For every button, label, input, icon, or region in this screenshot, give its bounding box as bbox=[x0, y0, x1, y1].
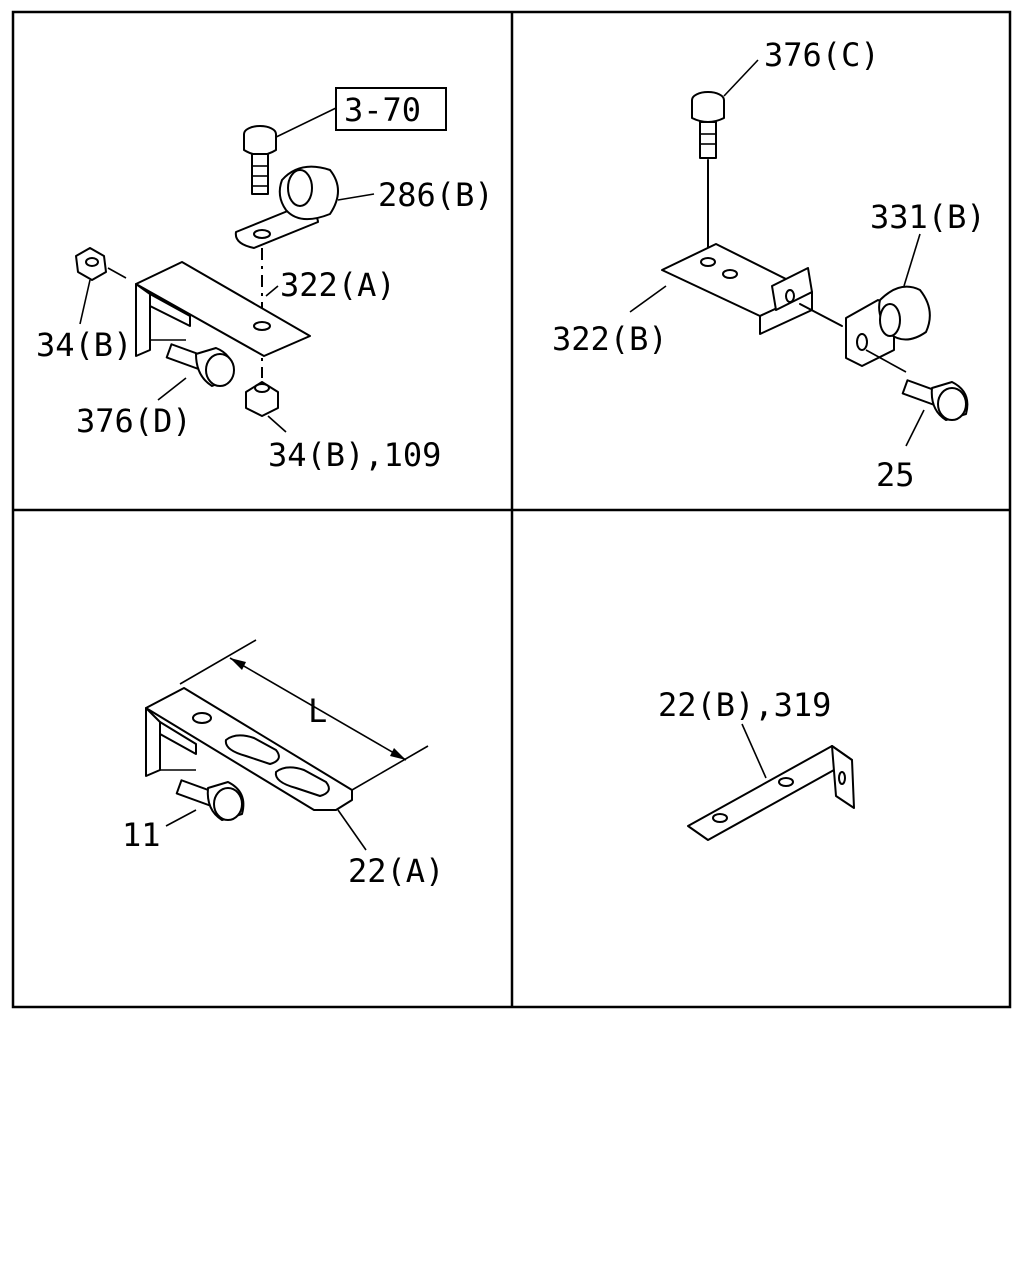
label-dim-l: L bbox=[308, 692, 327, 730]
label-34b: 34(B) bbox=[36, 326, 132, 364]
label-331b: 331(B) bbox=[870, 198, 986, 236]
label-11: 11 bbox=[122, 816, 161, 854]
clip-331b-icon bbox=[845, 285, 931, 367]
bolt-376c-icon bbox=[691, 91, 725, 159]
bolt-11-icon bbox=[175, 779, 245, 821]
panel-top-left: 3-70 286(B) bbox=[36, 87, 494, 474]
bolt-icon bbox=[243, 125, 277, 195]
label-322a: 322(A) bbox=[280, 266, 396, 304]
label-322b: 322(B) bbox=[552, 320, 668, 358]
bolt-376d-icon bbox=[165, 343, 235, 387]
label-34b-109: 34(B),109 bbox=[268, 436, 441, 474]
clip-286b-icon bbox=[234, 165, 339, 249]
ref-box-3-70[interactable]: 3-70 bbox=[335, 87, 447, 131]
nut-34b-icon bbox=[75, 247, 107, 281]
bracket-22b-icon bbox=[687, 745, 855, 841]
bracket-322a-icon bbox=[135, 261, 311, 357]
bolt-25-icon bbox=[901, 379, 969, 421]
nut-34b-109-icon bbox=[245, 381, 279, 417]
panel-bottom-left: L 22(A) 11 bbox=[122, 639, 444, 890]
label-286b: 286(B) bbox=[378, 176, 494, 214]
label-25: 25 bbox=[876, 456, 915, 494]
panel-frame bbox=[11, 10, 1012, 1009]
label-22a: 22(A) bbox=[348, 852, 444, 890]
panel-top-right: 376(C) 322(B) 331(B) bbox=[552, 36, 986, 494]
ref-box-label: 3-70 bbox=[344, 91, 421, 129]
panel-bottom-right: 22(B),319 bbox=[658, 686, 855, 841]
bracket-322b-icon bbox=[661, 243, 813, 335]
label-376c: 376(C) bbox=[764, 36, 880, 74]
dimension-l: L bbox=[179, 639, 429, 791]
label-376d: 376(D) bbox=[76, 402, 192, 440]
label-22b-319: 22(B),319 bbox=[658, 686, 831, 724]
